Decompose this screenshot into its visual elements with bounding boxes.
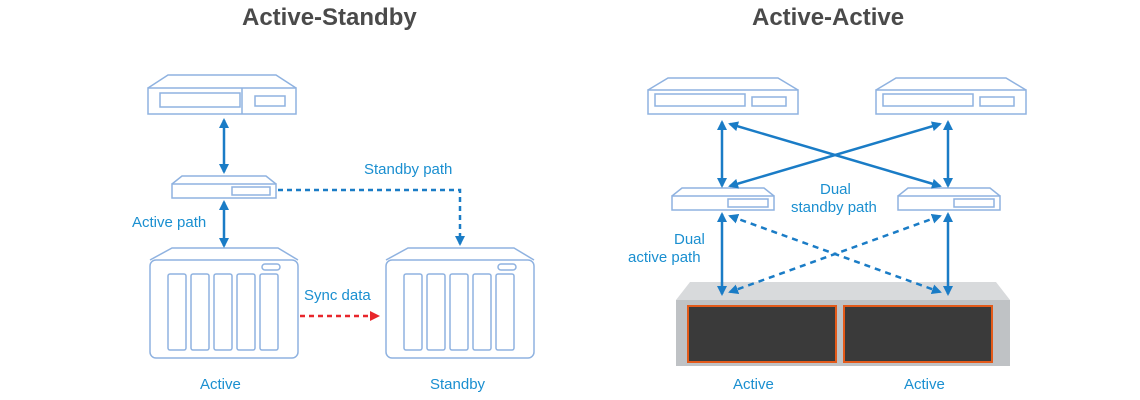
link-standby-path bbox=[278, 188, 465, 246]
title-active-standby: Active-Standby bbox=[242, 4, 417, 31]
title-active-active: Active-Active bbox=[752, 4, 905, 31]
rack-server bbox=[676, 282, 1010, 366]
link-cross-2 bbox=[728, 121, 942, 189]
label-sync-data: Sync data bbox=[304, 287, 371, 304]
server-right-b bbox=[875, 77, 1027, 115]
label-standby: Standby bbox=[430, 376, 486, 393]
label-dual-active-2: active path bbox=[628, 249, 701, 266]
nas-active bbox=[149, 247, 299, 359]
label-standby-path: Standby path bbox=[364, 161, 453, 178]
switch-right-b bbox=[897, 187, 1001, 211]
switch-right-a bbox=[671, 187, 775, 211]
server-left bbox=[147, 74, 297, 115]
link-dashed-cross-2 bbox=[728, 214, 942, 294]
label-dual-active-1: Dual bbox=[674, 231, 705, 248]
switch-left bbox=[171, 175, 277, 199]
label-dual-standby-2: standby path bbox=[791, 199, 877, 216]
label-active-path: Active path bbox=[132, 214, 207, 231]
nas-standby bbox=[385, 247, 535, 359]
label-active-a: Active bbox=[733, 376, 774, 393]
label-active-b: Active bbox=[904, 376, 945, 393]
label-dual-standby-1: Dual bbox=[820, 181, 851, 198]
server-right-a bbox=[647, 77, 799, 115]
label-active: Active bbox=[200, 376, 241, 393]
